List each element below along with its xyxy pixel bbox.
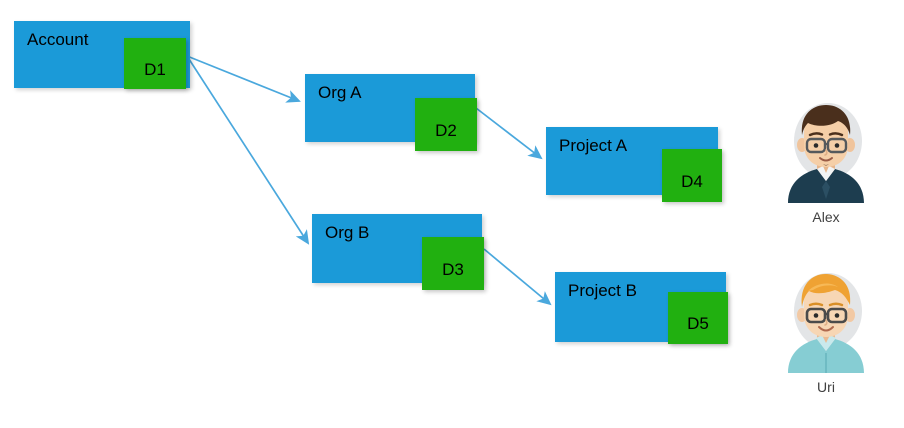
avatar-alex	[772, 95, 880, 203]
node-org-a-badge[interactable]: D2	[415, 98, 477, 151]
node-project-a[interactable]: Project A D4	[546, 127, 722, 202]
edge-org-a-to-project-a	[475, 107, 543, 160]
node-project-b-label: Project B	[568, 281, 637, 300]
person-uri[interactable]: Uri	[766, 265, 886, 395]
node-project-b-badge[interactable]: D5	[668, 292, 728, 344]
person-alex[interactable]: Alex	[766, 95, 886, 225]
node-org-b-label: Org B	[325, 223, 370, 242]
node-account-badge-label: D1	[144, 59, 166, 79]
node-account-label: Account	[27, 30, 89, 49]
node-org-b-badge-label: D3	[442, 259, 464, 279]
node-project-a-badge-label: D4	[681, 171, 703, 191]
node-org-a-label: Org A	[318, 83, 362, 102]
edge-account-to-org-b	[186, 55, 310, 245]
edge-org-b-to-project-b	[483, 248, 552, 306]
avatar-uri	[772, 265, 880, 373]
node-project-b[interactable]: Project B D5	[555, 272, 728, 344]
edge-account-to-org-a	[186, 55, 301, 103]
node-org-b[interactable]: Org B D3	[312, 214, 484, 290]
node-org-a[interactable]: Org A D2	[305, 74, 477, 151]
node-org-a-badge-label: D2	[435, 120, 457, 140]
node-account[interactable]: Account D1	[14, 21, 190, 89]
node-project-a-badge[interactable]: D4	[662, 149, 722, 202]
node-project-a-label: Project A	[559, 136, 628, 155]
node-org-b-badge[interactable]: D3	[422, 237, 484, 290]
node-project-b-badge-label: D5	[687, 314, 709, 333]
node-account-badge[interactable]: D1	[124, 38, 186, 89]
person-alex-name: Alex	[812, 209, 840, 225]
person-uri-name: Uri	[817, 379, 835, 395]
